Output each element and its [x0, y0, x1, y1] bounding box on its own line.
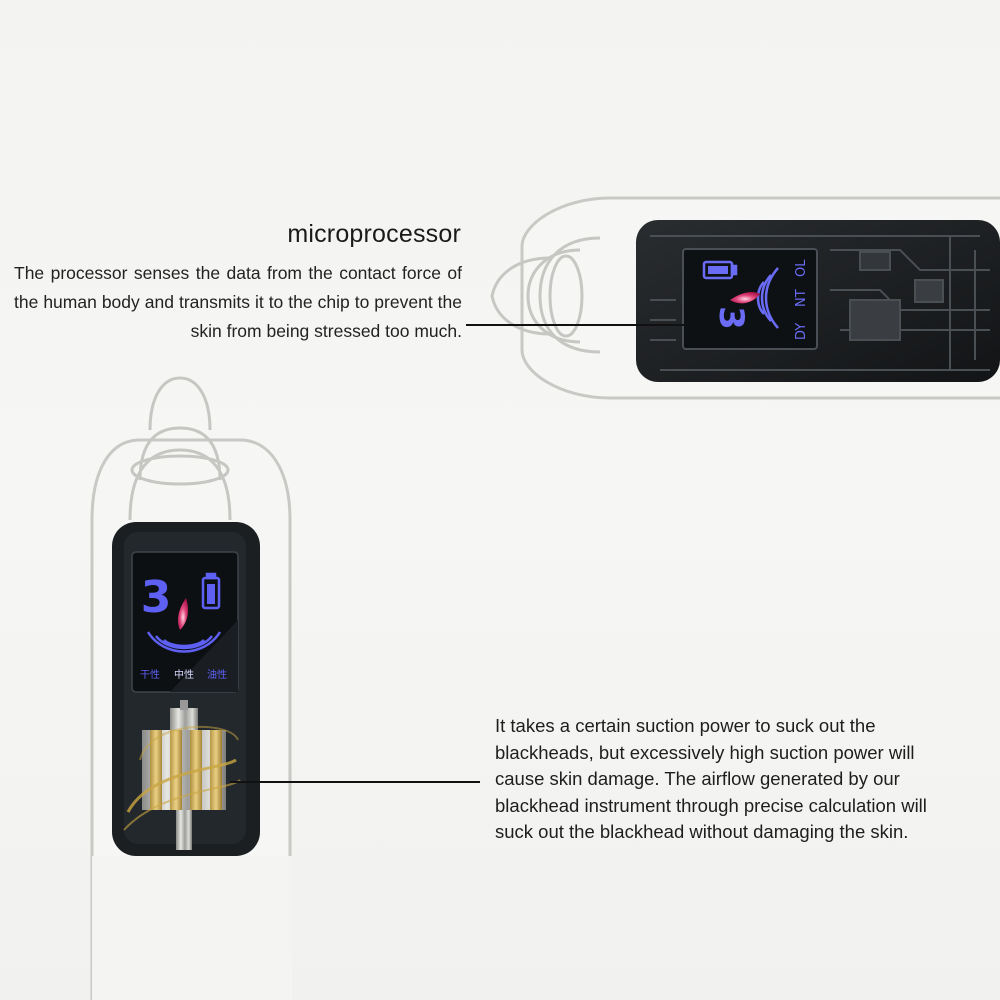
mode-label-ol: OL — [794, 259, 809, 277]
battery-icon — [201, 572, 221, 610]
suction-description: It takes a certain suction power to suck… — [495, 715, 927, 843]
microprocessor-heading: microprocessor — [287, 220, 461, 248]
level-digit-vertical: 3 — [141, 572, 172, 623]
suction-wave-icon — [756, 267, 779, 329]
motor-icon — [123, 700, 241, 850]
microprocessor-description: The processor senses the data from the c… — [14, 263, 462, 341]
drop-icon — [730, 292, 760, 304]
drop-icon — [178, 598, 188, 630]
mode-label-dy: DY — [794, 323, 809, 340]
device-horizontal-nozzle — [490, 236, 601, 354]
mode-label-neutral: 中性 — [174, 668, 194, 681]
circuit-board — [650, 235, 990, 371]
suction-wave-icon — [146, 631, 222, 653]
device-vertical-nozzle — [128, 376, 232, 521]
device-vertical: 3 干性 中性 油性 — [90, 376, 292, 1000]
mode-label-oily: 油性 — [207, 668, 227, 681]
mode-label-dry: 干性 — [140, 668, 160, 681]
mode-label-nt: NT — [794, 289, 809, 307]
battery-icon — [702, 260, 738, 280]
device-horizontal: 3 DY NT OL — [490, 196, 1000, 400]
level-digit-horizontal: 3 — [711, 306, 751, 330]
